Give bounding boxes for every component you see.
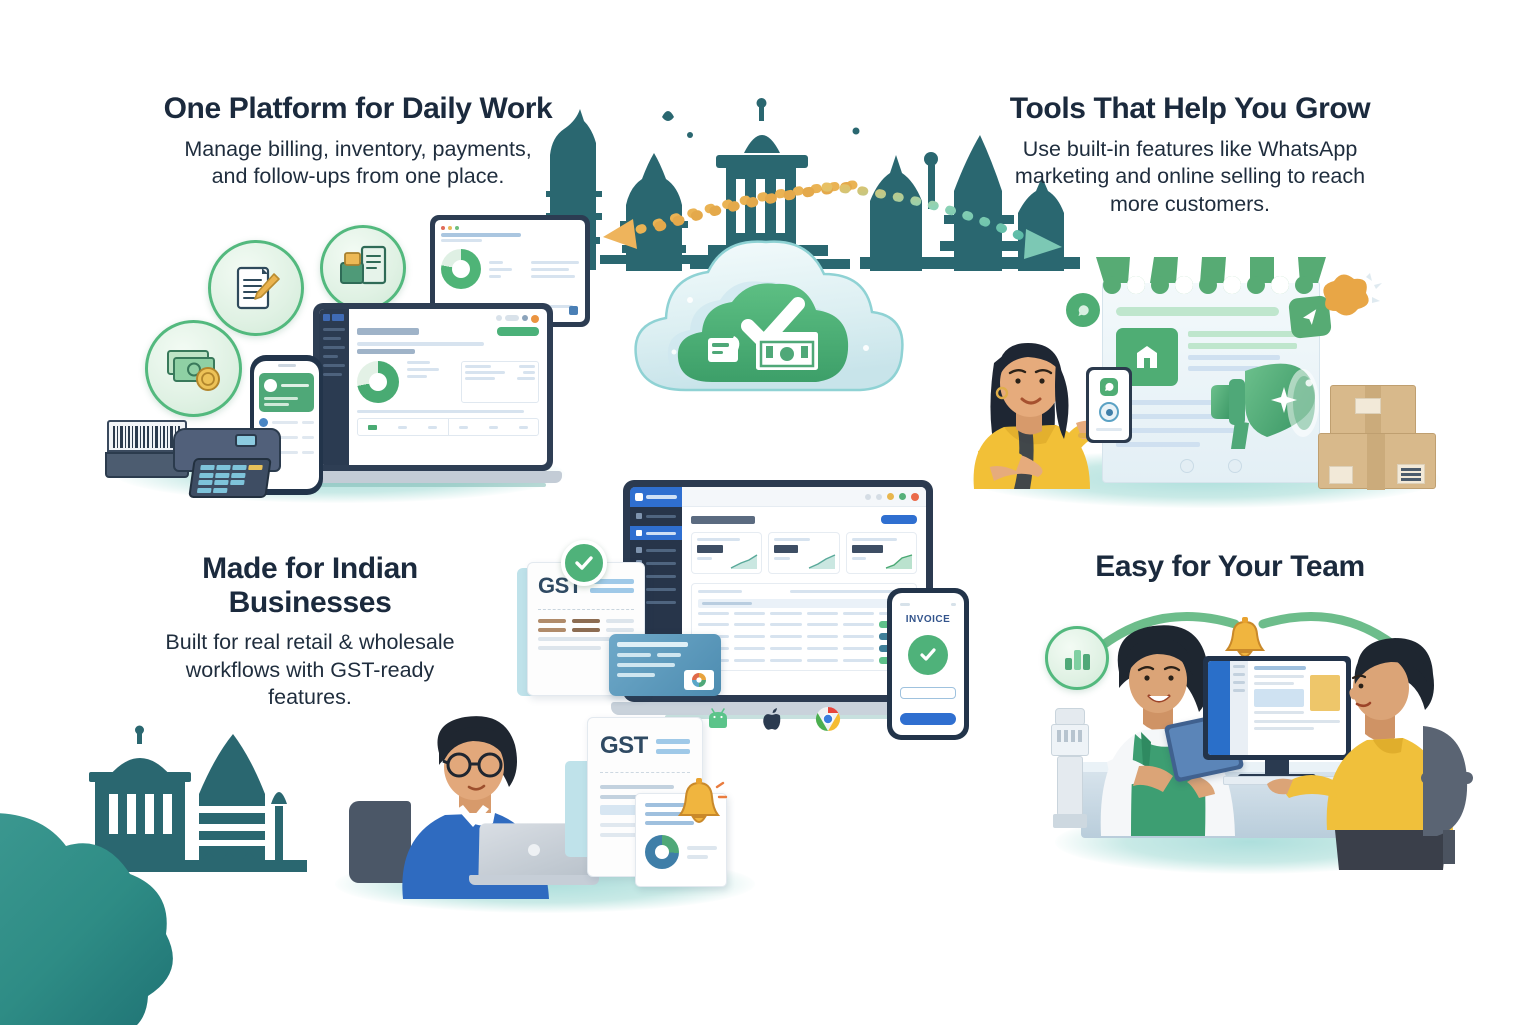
page-title-bottom-right: Easy for Your Team — [1095, 550, 1365, 583]
page-title-top-right: Tools That Help You Grow — [1009, 92, 1371, 125]
illustration-top-left — [105, 215, 595, 505]
illustration-bottom-left: GST — [335, 695, 765, 915]
monument-buildings-bottom-left — [85, 725, 307, 872]
gst-document-stack: GST — [565, 717, 728, 895]
quadrant-top-right-text: Tools That Help You Grow Use built-in fe… — [985, 92, 1395, 218]
platform-icons-row — [693, 702, 853, 736]
whatsapp-phone — [1086, 367, 1132, 443]
document-pen-glyph — [236, 266, 280, 310]
desktop-monitor — [1203, 656, 1351, 781]
analytics-report — [635, 793, 727, 887]
card-payment-icon — [708, 336, 740, 362]
send-message-icon — [1288, 295, 1332, 339]
illustration-bottom-right — [1025, 600, 1475, 885]
megaphone-icon — [1211, 363, 1319, 449]
gst-invoice-document: GST — [517, 540, 721, 700]
woman-with-phone — [973, 343, 1100, 489]
verified-check-icon — [561, 540, 607, 586]
table-row — [698, 657, 911, 664]
page-subtitle-bottom-left: Built for real retail & wholesale workfl… — [165, 630, 455, 710]
counter-post — [1051, 708, 1089, 828]
quadrant-top-left-text: One Platform for Daily Work Manage billi… — [148, 92, 568, 191]
inventory-glyph — [340, 245, 387, 285]
quadrant-bottom-right-text: Easy for Your Team — [1065, 550, 1395, 584]
quadrant-bottom-left-text: Made for Indian Businesses Built for rea… — [140, 552, 480, 712]
central-dashboard-mockup: GST — [515, 470, 995, 760]
success-check-icon — [908, 635, 948, 675]
card-payment-terminal — [173, 420, 288, 498]
page-subtitle-top-right: Use built-in features like WhatsApp mark… — [1014, 136, 1366, 216]
inventory-box-icon — [320, 225, 406, 311]
gst-label-doc: GST — [600, 732, 648, 759]
analytics-badge-icon — [1045, 626, 1109, 690]
banknote-coin-glyph — [166, 349, 220, 391]
android-icon — [709, 708, 727, 728]
notification-bell-icon — [677, 778, 728, 823]
table-row — [698, 633, 911, 640]
table-row — [698, 645, 911, 652]
upi-icon — [692, 673, 706, 687]
illustration-top-right — [960, 245, 1460, 510]
apple-icon — [763, 708, 781, 730]
notification-burst — [1323, 273, 1382, 316]
laptop-device — [469, 823, 599, 891]
cloud-sync-graphic — [608, 230, 938, 425]
laptop-dashboard — [304, 303, 562, 488]
page-title-bottom-left: Made for Indian Businesses — [202, 552, 418, 619]
arrow-right-dotted — [821, 182, 1062, 259]
donut-chart-laptop — [357, 361, 399, 403]
invoice-success-phone: INVOICE — [887, 588, 969, 740]
notification-bell-icon — [1224, 617, 1266, 658]
cash-payment-icon — [145, 320, 242, 417]
shop-awning — [1096, 257, 1326, 294]
whatsapp-icon — [1100, 378, 1118, 396]
office-chair — [349, 801, 411, 883]
banknote-icon — [756, 332, 818, 370]
page-title-top-left: One Platform for Daily Work — [163, 92, 553, 125]
page-subtitle-top-left: Manage billing, inventory, payments, and… — [184, 136, 532, 189]
donut-chart-report — [645, 835, 679, 869]
chrome-icon — [815, 707, 841, 731]
invoice-label: INVOICE — [905, 614, 951, 625]
invoice-edit-icon — [208, 240, 304, 336]
whatsapp-badge — [1066, 293, 1100, 327]
decorative-blob — [0, 813, 173, 1025]
donut-chart-tablet — [441, 249, 481, 289]
payment-card-overlay — [609, 634, 721, 696]
table-row — [698, 621, 911, 628]
shipping-boxes — [1318, 385, 1448, 490]
seated-man-at-desk — [1267, 638, 1473, 870]
